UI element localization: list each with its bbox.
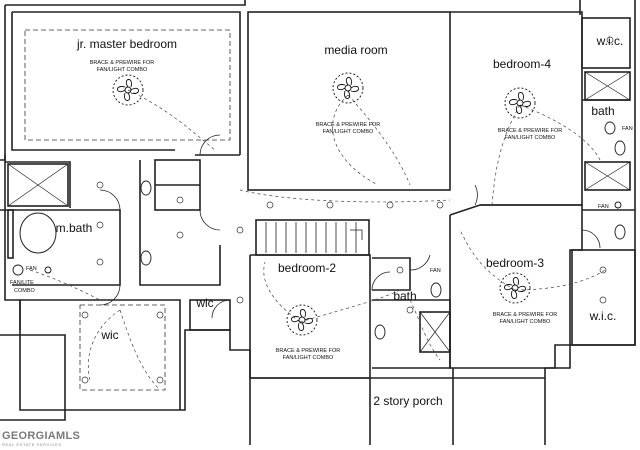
room-label-jr-master-bedroom: jr. master bedroom [76,37,177,51]
note-fan-combo-media: FAN/LIGHT COMBO [323,129,374,135]
room-label-m-bath: m.bath [56,221,93,235]
note-fanlite: FAN/LITE [10,280,34,286]
georgiamls-watermark: GEORGIAMLS REAL ESTATE SERVICES [0,430,80,450]
room-label-wic-top: w.i.c. [596,34,624,48]
bathtub [19,212,57,254]
note-fan-combo-bedroom-2: FAN/LIGHT COMBO [283,355,334,361]
ceiling-fan-icon [504,87,536,119]
exhaust-fan-icon [614,201,622,209]
room-label-bedroom-3: bedroom-3 [486,256,544,270]
note-brace-bedroom-2: BRACE & PREWIRE FOR [276,348,341,354]
ceiling-fan-icon [286,304,318,336]
note-fan-bath: FAN [622,126,633,132]
exhaust-fan-icon [44,266,52,274]
media-room-walls [247,11,451,191]
wall [11,12,175,151]
ceiling-fan-icon [332,72,364,104]
note-brace-bedroom-3: BRACE & PREWIRE FOR [493,312,558,318]
note-fanlite-combo: COMBO [14,288,36,294]
room-label-media-room: media room [324,43,387,57]
note-fan-combo-bedroom-3: FAN/LIGHT COMBO [500,319,551,325]
note-brace-jr-master: BRACE & PREWIRE FOR [90,60,155,66]
note-fan-combo-jr-master: FAN/LIGHT COMBO [97,67,148,73]
room-label-wic-small: wic [195,296,213,310]
room-label-wic-right: w.i.c. [589,309,617,323]
room-label-wic: wic [100,328,118,342]
ceiling-fan-icon [499,272,531,304]
wall [12,11,241,155]
room-label-bedroom-4: bedroom-4 [493,57,551,71]
note-fan-mbath: FAN [26,266,37,272]
wall [449,204,583,369]
wall [450,11,583,206]
note-fan-hall: FAN [598,204,609,210]
note-brace-bedroom-4: BRACE & PREWIRE FOR [498,128,563,134]
ceiling-fan-icon [112,74,144,106]
exterior-wall [0,334,66,421]
watermark-subtitle: REAL ESTATE SERVICES [2,442,62,447]
exterior-wall [0,5,6,161]
room-label-2-story-porch: 2 story porch [373,394,442,408]
note-brace-media: BRACE & PREWIRE FOR [316,122,381,128]
exterior-wall [4,155,251,411]
room-label-bath-mid: bath [393,289,416,303]
room-label-bath-right: bath [591,104,614,118]
note-fan-bath-mid: FAN [430,268,441,274]
watermark-brand: GEORGIAMLS [2,430,81,442]
staircase [255,219,370,256]
note-fan-combo-bedroom-4: FAN/LIGHT COMBO [505,135,556,141]
exterior-wall [5,0,246,6]
room-label-bedroom-2: bedroom-2 [278,261,336,275]
